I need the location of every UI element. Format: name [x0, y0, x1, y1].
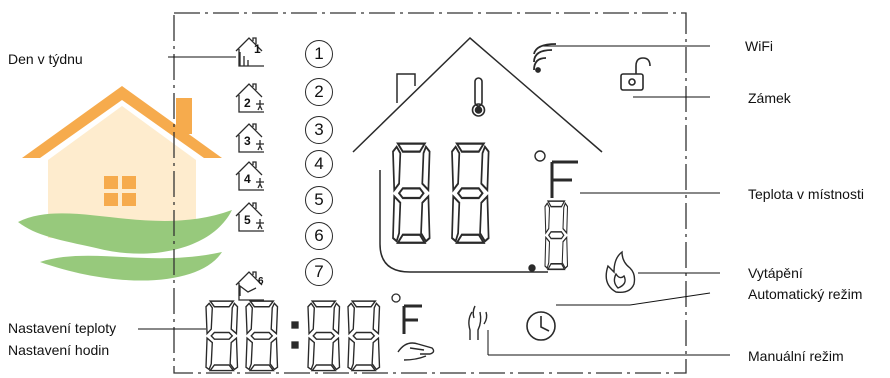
room-temp-digits	[391, 142, 578, 272]
day-number-5: 5	[305, 186, 333, 214]
day-number-6: 6	[305, 222, 333, 250]
clock-digits	[205, 293, 422, 372]
unlock-icon	[620, 57, 651, 91]
touch-hand-icon	[397, 342, 435, 361]
clock-icon	[526, 311, 556, 341]
label-auto-mode: Automatický režim	[748, 286, 863, 302]
house-day-digit: 6	[258, 276, 264, 287]
label-day-of-week: Den v týdnu	[8, 51, 83, 67]
lcd-frame	[173, 12, 687, 374]
house-outline	[352, 36, 603, 273]
day-number-3: 3	[305, 116, 333, 144]
day-number-4: 4	[305, 150, 333, 178]
wifi-icon	[533, 43, 557, 73]
day-house-icons	[235, 37, 265, 301]
label-lock: Zámek	[748, 90, 791, 106]
house-day-digit: 5	[244, 213, 251, 227]
house-day-digit: 3	[244, 134, 251, 148]
leader-lines	[138, 45, 730, 356]
flame-icon	[605, 250, 636, 294]
day-number-7: 7	[305, 258, 333, 286]
label-heating: Vytápění	[748, 265, 803, 281]
label-clock-setting: Nastavení hodin	[8, 342, 110, 358]
label-room-temperature: Teplota v místnosti	[748, 186, 864, 202]
house-day-digit: 2	[244, 96, 251, 110]
label-wifi: WiFi	[745, 38, 773, 54]
house-day-digit: 4	[244, 172, 251, 186]
thermometer-icon	[471, 77, 486, 117]
day-number-2: 2	[305, 78, 333, 106]
house-day-digit: 1	[254, 42, 261, 56]
label-manual-mode: Manuální režim	[748, 348, 844, 364]
label-temperature-setting: Nastavení teploty	[8, 320, 117, 336]
hand-icon	[468, 305, 488, 340]
day-number-1: 1	[305, 40, 333, 68]
watermark-logo	[18, 86, 232, 281]
